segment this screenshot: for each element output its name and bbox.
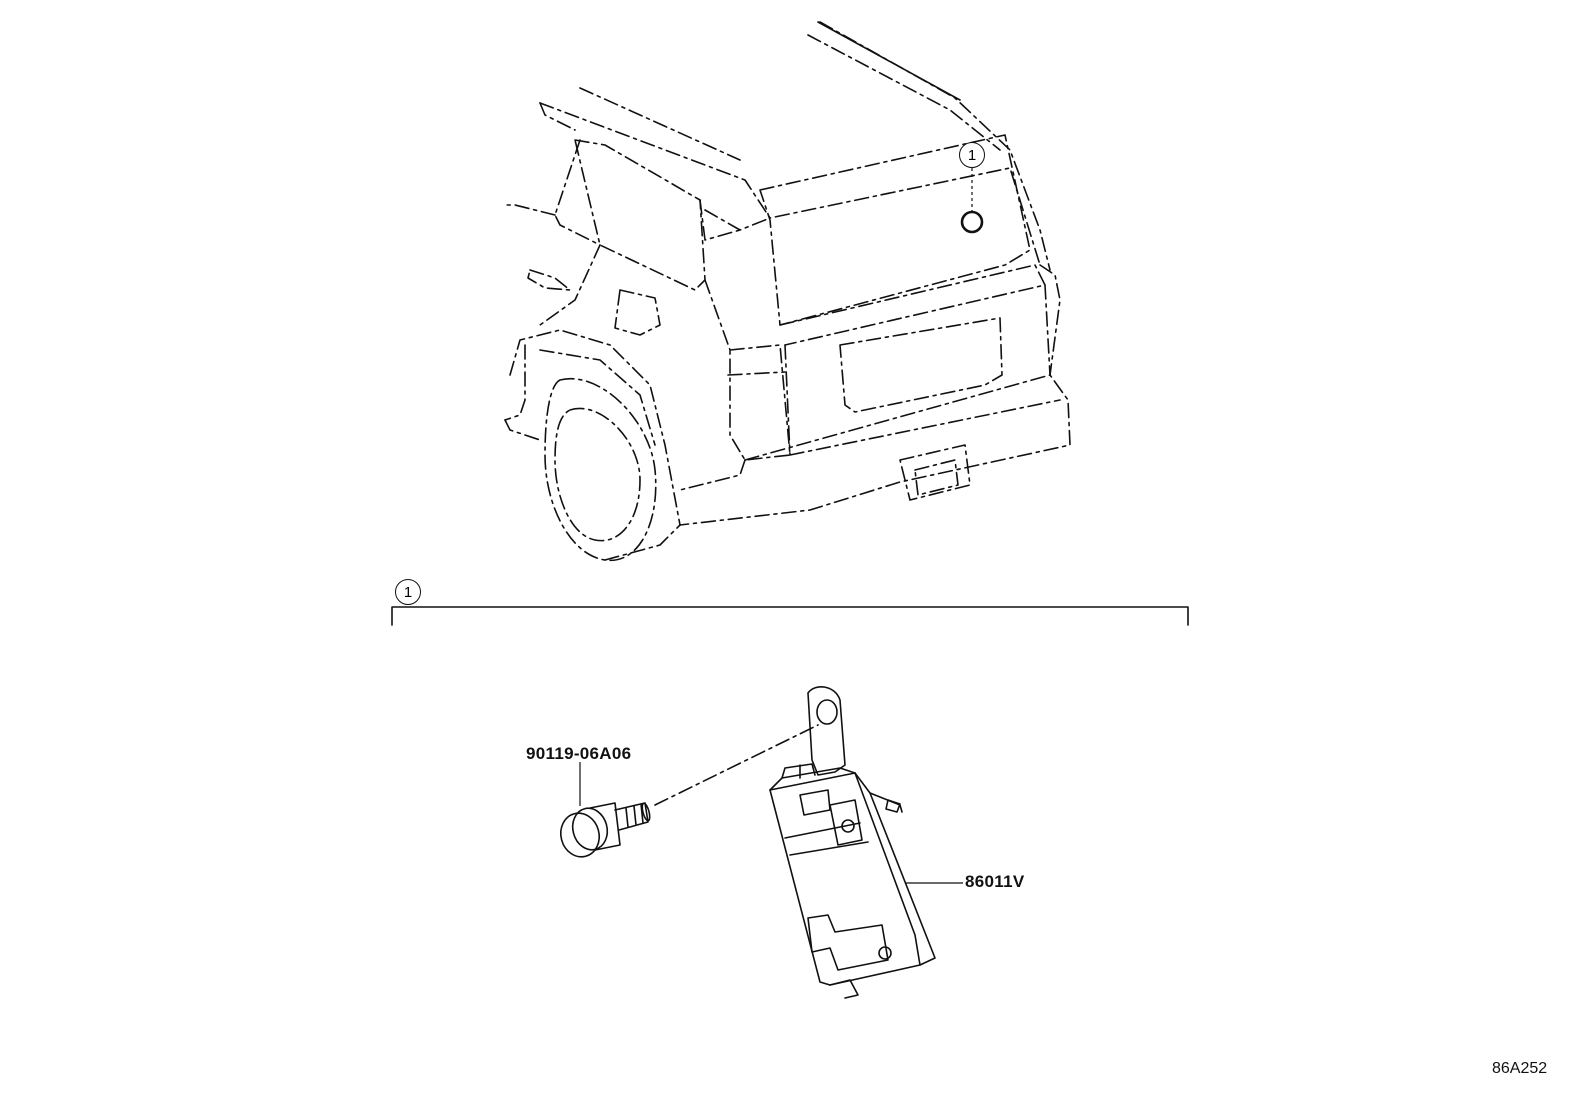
group-bracket bbox=[391, 606, 1189, 626]
module-part-number[interactable]: 86011V bbox=[965, 872, 1025, 891]
vehicle-location-callout: 1 bbox=[959, 142, 985, 168]
bolt-part-number[interactable]: 90119-06A06 bbox=[526, 744, 632, 763]
module-drawing bbox=[769, 686, 963, 999]
bolt-drawing bbox=[559, 724, 819, 858]
group-callout: 1 bbox=[395, 579, 421, 605]
vehicle-rear-view bbox=[504, 21, 1071, 562]
diagram-code: 86A252 bbox=[1492, 1060, 1548, 1077]
